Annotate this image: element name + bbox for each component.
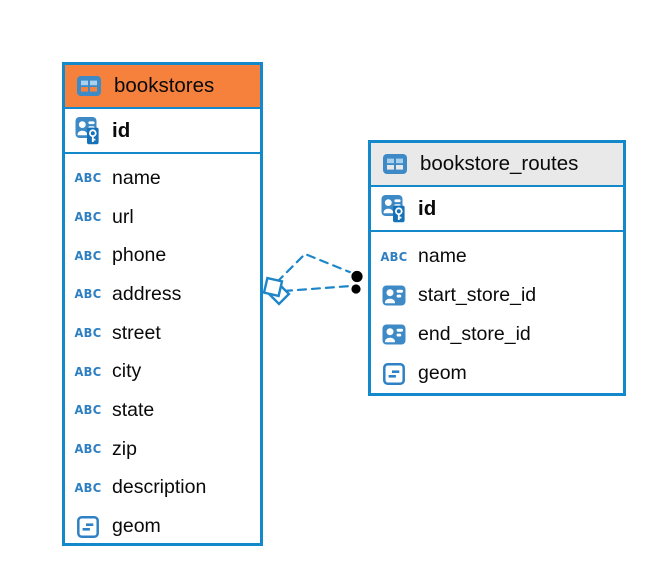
- column-row[interactable]: ABC city: [65, 352, 260, 391]
- text-type-icon: ABC: [74, 170, 102, 186]
- column-row[interactable]: geom: [65, 507, 260, 546]
- text-type-icon: ABC: [74, 248, 102, 264]
- table-icon: [73, 76, 105, 96]
- primary-key-icon: [378, 194, 410, 223]
- table-bookstores[interactable]: bookstores id ABC: [62, 62, 263, 546]
- reference-type-icon: [378, 285, 410, 306]
- column-label: zip: [112, 437, 137, 460]
- table-title: bookstores: [114, 74, 215, 97]
- table-icon: [379, 154, 411, 174]
- column-label: geom: [418, 362, 467, 384]
- text-type-icon: ABC: [74, 480, 102, 496]
- table-bookstores-header[interactable]: bookstores: [65, 65, 260, 109]
- column-label: url: [112, 205, 134, 228]
- relationship-line-end-store[interactable]: [282, 284, 353, 293]
- text-type-icon: ABC: [380, 249, 408, 264]
- reference-type-icon: [378, 324, 410, 345]
- column-row-pk[interactable]: id: [371, 187, 623, 232]
- text-type-icon: ABC: [74, 209, 102, 225]
- column-row[interactable]: ABC name: [65, 159, 260, 198]
- geometry-type-icon: [378, 362, 410, 385]
- column-row[interactable]: ABC description: [65, 469, 260, 508]
- column-label: id: [418, 196, 437, 220]
- table-bookstore-routes[interactable]: bookstore_routes id ABC: [368, 140, 626, 396]
- column-label: name: [112, 166, 161, 189]
- table-bookstore-routes-header[interactable]: bookstore_routes: [371, 143, 623, 187]
- diamond-marker: [262, 276, 291, 306]
- column-label: description: [112, 476, 207, 499]
- column-label: state: [112, 398, 155, 421]
- column-label: geom: [112, 515, 161, 538]
- column-label: name: [418, 245, 467, 267]
- column-row-pk[interactable]: id: [65, 109, 260, 154]
- column-row[interactable]: ABC url: [65, 198, 260, 237]
- column-row[interactable]: ABC state: [65, 391, 260, 430]
- text-type-icon: ABC: [74, 441, 102, 457]
- text-type-icon: ABC: [74, 325, 102, 341]
- primary-key-icon: [72, 116, 104, 145]
- text-type-icon: ABC: [74, 287, 102, 302]
- column-label: street: [112, 321, 161, 344]
- column-label: start_store_id: [418, 284, 537, 306]
- table-title: bookstore_routes: [420, 152, 579, 175]
- column-list: ABC name start_store_id: [371, 232, 623, 393]
- column-label: end_store_id: [418, 323, 531, 345]
- column-row[interactable]: ABC street: [65, 314, 260, 353]
- relationship-line-start-store[interactable]: [275, 252, 354, 284]
- text-type-icon: ABC: [74, 364, 102, 380]
- column-label: address: [112, 282, 182, 305]
- column-row[interactable]: ABC zip: [65, 430, 260, 469]
- column-row[interactable]: geom: [371, 354, 623, 393]
- column-label: phone: [112, 244, 167, 267]
- column-label: city: [112, 360, 142, 383]
- column-row[interactable]: ABC name: [371, 237, 623, 276]
- column-row[interactable]: end_store_id: [371, 315, 623, 354]
- geometry-type-icon: [72, 515, 104, 538]
- column-row[interactable]: start_store_id: [371, 276, 623, 315]
- text-type-icon: ABC: [74, 403, 102, 418]
- column-row[interactable]: ABC phone: [65, 236, 260, 275]
- column-row[interactable]: ABC address: [65, 275, 260, 314]
- dot-marker: [349, 268, 365, 294]
- column-list: ABC name ABC url ABC phone ABC address A…: [65, 154, 260, 546]
- column-label: id: [112, 118, 131, 142]
